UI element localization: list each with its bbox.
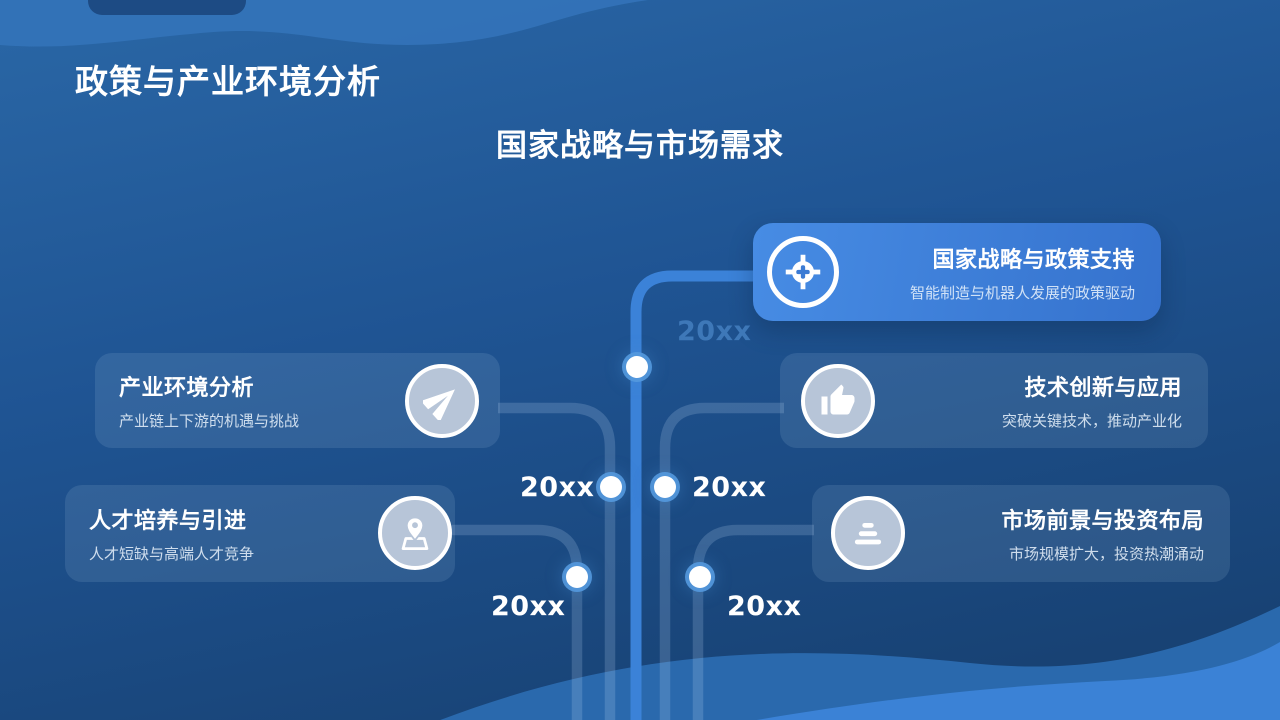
card-title: 人才培养与引进 <box>89 509 247 534</box>
year-label: 20xx <box>520 472 595 503</box>
card-title: 技术创新与应用 <box>1024 376 1182 401</box>
card-title: 国家战略与政策支持 <box>932 247 1135 273</box>
year-label: 20xx <box>491 591 566 622</box>
connector-market <box>692 524 814 720</box>
connector-tech <box>659 402 784 720</box>
connector-industry <box>498 402 616 720</box>
card-title: 产业环境分析 <box>119 376 255 401</box>
timeline-node <box>654 476 676 498</box>
card-desc: 产业链上下游的机遇与挑战 <box>119 412 300 430</box>
thumbs-up-icon <box>801 364 875 438</box>
target-crosshair-icon <box>767 236 839 308</box>
card-desc: 人才短缺与高端人才竞争 <box>89 545 255 563</box>
card-desc: 智能制造与机器人发展的政策驱动 <box>909 283 1135 302</box>
connector-main <box>630 270 756 720</box>
year-label: 20xx <box>692 472 767 503</box>
timeline-node <box>626 356 648 378</box>
card-market-outlook: 市场前景与投资布局 市场规模扩大，投资热潮涌动 <box>812 485 1230 582</box>
list-bars-icon <box>831 496 905 570</box>
paper-plane-icon <box>405 364 479 438</box>
card-tech-innovation: 技术创新与应用 突破关键技术，推动产业化 <box>780 353 1208 448</box>
year-label: 20xx <box>677 316 752 347</box>
location-pin-icon <box>378 496 452 570</box>
card-national-strategy: 国家战略与政策支持 智能制造与机器人发展的政策驱动 <box>753 223 1161 321</box>
timeline-node <box>600 476 622 498</box>
timeline-node <box>689 566 711 588</box>
card-title: 市场前景与投资布局 <box>1001 509 1204 534</box>
page-subtitle: 国家战略与市场需求 <box>496 128 784 164</box>
card-desc: 突破关键技术，推动产业化 <box>1001 412 1182 430</box>
card-industry-environment: 产业环境分析 产业链上下游的机遇与挑战 <box>95 353 500 448</box>
bottom-wave-bright <box>756 642 1280 720</box>
year-label: 20xx <box>727 591 802 622</box>
timeline-node <box>566 566 588 588</box>
card-desc: 市场规模扩大，投资热潮涌动 <box>1008 545 1204 563</box>
card-talent: 人才培养与引进 人才短缺与高端人才竞争 <box>65 485 455 582</box>
page-title: 政策与产业环境分析 <box>75 62 381 101</box>
connector-talent <box>452 524 583 720</box>
top-dark-notch <box>88 0 246 15</box>
